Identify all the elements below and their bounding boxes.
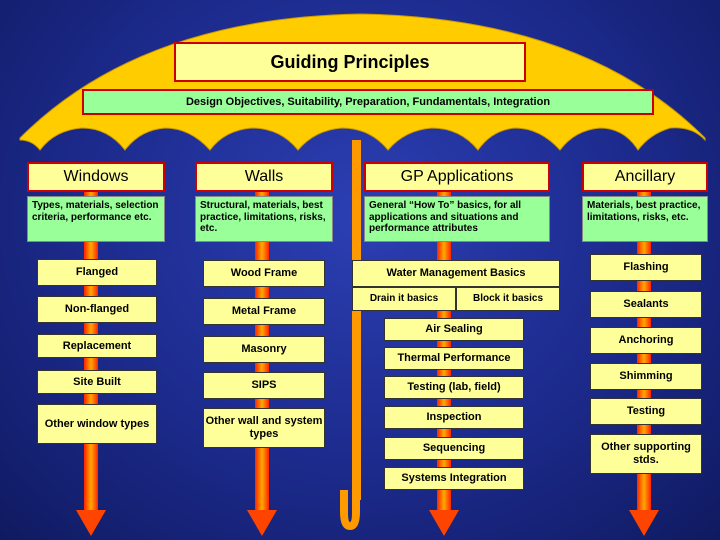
umbrella-canopy <box>19 13 706 151</box>
walls-item-sips: SIPS <box>203 372 325 399</box>
gp-item-thermal: Thermal Performance <box>384 347 524 370</box>
desc-walls-text: Structural, materials, best practice, li… <box>200 200 326 234</box>
windows-item-label: Site Built <box>73 375 121 388</box>
windows-item-site-built: Site Built <box>37 370 157 394</box>
desc-ancillary-text: Materials, best practice, limitations, r… <box>587 200 701 223</box>
gp-item-label: Testing (lab, field) <box>407 381 501 394</box>
heading-windows: Windows <box>27 162 165 192</box>
title-text: Guiding Principles <box>270 51 430 72</box>
gp-subitem-label: Block it basics <box>472 293 544 305</box>
walls-item-label: Masonry <box>241 343 287 356</box>
ancillary-item-testing: Testing <box>590 398 702 425</box>
walls-item-metal-frame: Metal Frame <box>203 298 325 325</box>
desc-gp-applications: General “How To” basics, for all applica… <box>364 196 550 242</box>
ancillary-item-label: Anchoring <box>618 334 674 347</box>
windows-item-flanged: Flanged <box>37 259 157 286</box>
ancillary-item-sealants: Sealants <box>590 291 702 318</box>
heading-ancillary-text: Ancillary <box>614 167 676 185</box>
heading-walls-text: Walls <box>244 167 284 185</box>
umbrella-hook <box>340 490 360 530</box>
gp-item-sequencing: Sequencing <box>384 437 524 460</box>
ancillary-item-label: Flashing <box>623 261 669 274</box>
desc-walls: Structural, materials, best practice, li… <box>195 196 333 242</box>
gp-item-label: Air Sealing <box>425 323 483 336</box>
ancillary-item-label: Sealants <box>623 298 669 311</box>
heading-gp-text: GP Applications <box>400 167 514 185</box>
ancillary-item-label: Other supporting stds. <box>601 441 691 466</box>
windows-item-label: Non-flanged <box>64 303 130 316</box>
windows-item-label: Other window types <box>44 417 150 430</box>
umbrella-shaft <box>352 140 361 500</box>
desc-windows-text: Types, materials, selection criteria, pe… <box>32 200 159 223</box>
windows-item-replacement: Replacement <box>37 334 157 358</box>
subtitle-box: Design Objectives, Suitability, Preparat… <box>82 89 654 115</box>
gp-item-water-management: Water Management Basics <box>352 260 560 287</box>
gp-subitem-block: Block it basics <box>456 287 560 311</box>
walls-item-label: Wood Frame <box>230 267 298 280</box>
walls-item-masonry: Masonry <box>203 336 325 363</box>
desc-gp-text: General “How To” basics, for all applica… <box>369 200 522 234</box>
gp-item-inspection: Inspection <box>384 406 524 429</box>
walls-item-label: Metal Frame <box>231 305 297 318</box>
gp-item-systems-integration: Systems Integration <box>384 467 524 490</box>
ancillary-item-label: Testing <box>626 405 666 418</box>
walls-item-label: Other wall and system types <box>205 415 323 440</box>
gp-item-label: Water Management Basics <box>386 267 526 280</box>
ancillary-item-label: Shimming <box>619 370 673 383</box>
subtitle-text: Design Objectives, Suitability, Preparat… <box>185 95 551 108</box>
gp-item-label: Thermal Performance <box>397 352 511 365</box>
ancillary-item-flashing: Flashing <box>590 254 702 281</box>
windows-item-label: Flanged <box>75 266 119 279</box>
heading-gp-applications: GP Applications <box>364 162 550 192</box>
walls-item-label: SIPS <box>251 379 277 392</box>
walls-item-other: Other wall and system types <box>203 408 325 448</box>
heading-walls: Walls <box>195 162 333 192</box>
ancillary-item-other: Other supporting stds. <box>590 434 702 474</box>
walls-item-wood-frame: Wood Frame <box>203 260 325 287</box>
ancillary-item-shimming: Shimming <box>590 363 702 390</box>
gp-item-testing: Testing (lab, field) <box>384 376 524 399</box>
title-box: Guiding Principles <box>174 42 526 82</box>
gp-item-label: Inspection <box>426 411 482 424</box>
ancillary-item-anchoring: Anchoring <box>590 327 702 354</box>
gp-item-label: Sequencing <box>422 442 486 455</box>
gp-item-label: Systems Integration <box>401 472 507 485</box>
windows-item-label: Replacement <box>62 339 132 352</box>
gp-subitem-label: Drain it basics <box>369 293 439 305</box>
gp-subitem-drain: Drain it basics <box>352 287 456 311</box>
windows-item-other: Other window types <box>37 404 157 444</box>
windows-item-non-flanged: Non-flanged <box>37 296 157 323</box>
heading-windows-text: Windows <box>63 167 129 185</box>
heading-ancillary: Ancillary <box>582 162 708 192</box>
gp-item-air-sealing: Air Sealing <box>384 318 524 341</box>
desc-windows: Types, materials, selection criteria, pe… <box>27 196 165 242</box>
desc-ancillary: Materials, best practice, limitations, r… <box>582 196 708 242</box>
